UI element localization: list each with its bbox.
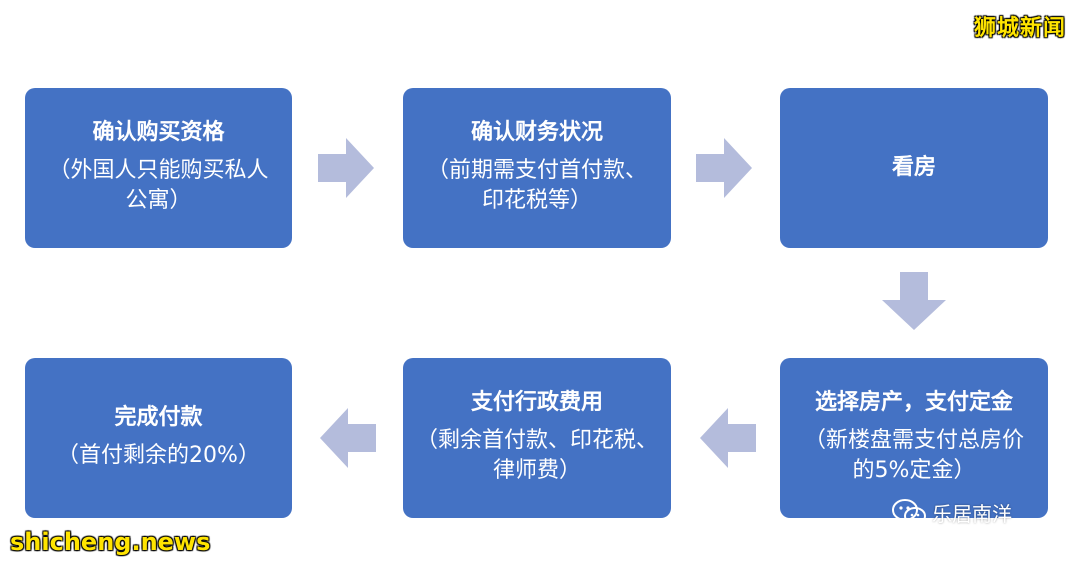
step-title: 看房: [891, 154, 936, 180]
step-select-property-pay-deposit: 选择房产，支付定金 （新楼盘需支付总房价的5%定金）: [780, 358, 1048, 518]
wechat-watermark: 乐居南洋: [892, 498, 1012, 527]
step-subtitle: （新楼盘需支付总房价的5%定金）: [803, 427, 1024, 484]
arrow-left-icon: [320, 408, 376, 468]
step-title: 完成付款: [114, 405, 203, 431]
arrow-left-icon: [700, 408, 756, 468]
step-confirm-finances: 确认财务状况 （前期需支付首付款、印花税等）: [403, 88, 671, 248]
step-confirm-eligibility: 确认购买资格 （外国人只能购买私人公寓）: [25, 88, 292, 248]
step-title: 确认财务状况: [470, 119, 603, 145]
arrow-right-icon: [696, 138, 752, 198]
watermark-brand-top: 狮城新闻: [973, 16, 1066, 41]
arrow-right-icon: [318, 138, 374, 198]
step-complete-payment: 完成付款 （首付剩余的20%）: [25, 358, 292, 518]
step-subtitle: （前期需支付首付款、印花税等）: [426, 157, 647, 214]
step-subtitle: （首付剩余的20%）: [57, 442, 260, 468]
step-title: 选择房产，支付定金: [814, 389, 1013, 415]
arrow-down-icon: [882, 272, 946, 330]
step-view-property: 看房: [780, 88, 1048, 248]
wechat-account-name: 乐居南洋: [932, 502, 1012, 526]
step-title: 确认购买资格: [92, 119, 225, 145]
step-pay-admin-fees: 支付行政费用 （剩余首付款、印花税、律师费）: [403, 358, 671, 518]
wechat-icon: [892, 498, 926, 527]
step-subtitle: （外国人只能购买私人公寓）: [48, 157, 269, 214]
step-subtitle: （剩余首付款、印花税、律师费）: [415, 427, 658, 484]
watermark-brand-bottom: shicheng.news: [10, 528, 211, 556]
step-title: 支付行政费用: [470, 389, 603, 415]
